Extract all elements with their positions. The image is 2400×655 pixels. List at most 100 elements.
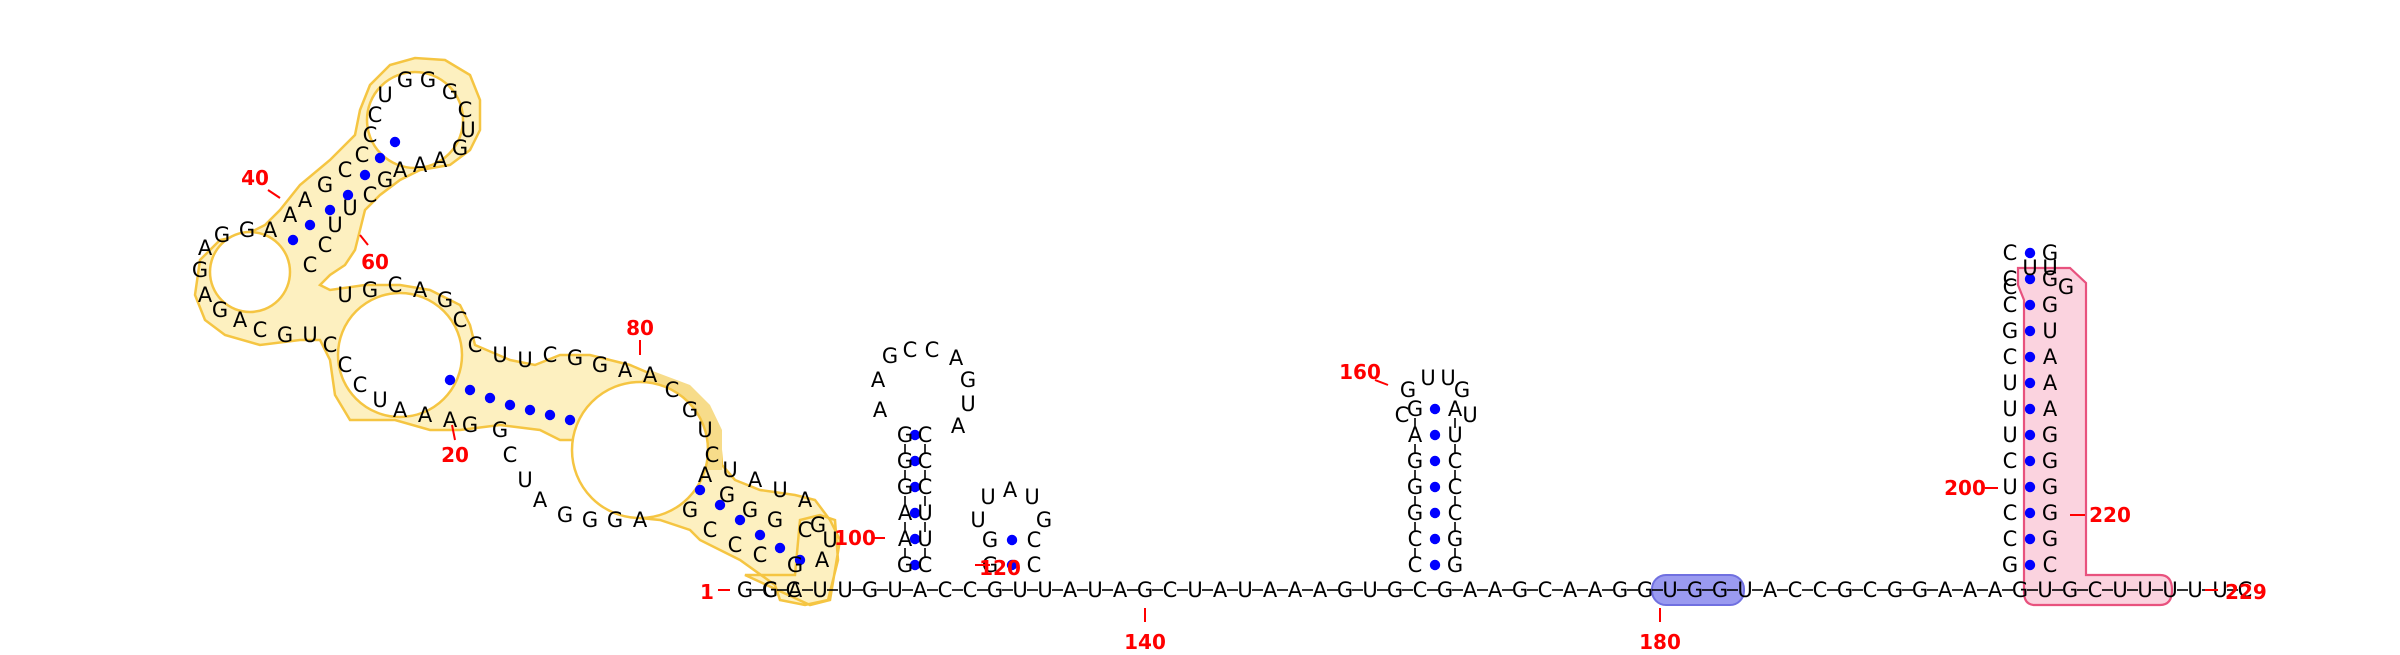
base-pair-dot xyxy=(2024,559,2036,571)
domain-i-nt-24: A xyxy=(418,403,433,427)
base-pair-dot xyxy=(1429,403,1441,415)
base-pair-dot xyxy=(464,384,476,396)
base-pair-dot xyxy=(2024,455,2036,467)
hairpin-1-loop-3: C xyxy=(903,338,918,362)
hairpin-3-3p-2: C xyxy=(1448,501,1463,525)
domain-i-nt-9: A xyxy=(698,463,713,487)
hairpin-1-loop-0: A xyxy=(873,398,888,422)
base-pair-dot xyxy=(2024,325,2036,337)
position-number: 140 xyxy=(1124,630,1166,654)
hairpin-3-loop-4: G xyxy=(1454,378,1470,402)
nucleotide-main-40: G xyxy=(1712,578,1728,602)
domain-i-nt-83: A xyxy=(748,468,763,492)
domain-i-nt-45: C xyxy=(355,143,370,167)
domain-i-nt-53: U xyxy=(460,118,475,142)
domain-i-nt-63: C xyxy=(303,253,318,277)
domain-i-nt-41: A xyxy=(283,203,298,227)
hairpin-2-nt-5: U xyxy=(1024,485,1039,509)
position-number: 180 xyxy=(1639,630,1681,654)
hairpin-3-3p-3: C xyxy=(1448,475,1463,499)
base-pair-dot xyxy=(2024,507,2036,519)
number-tick xyxy=(267,189,281,199)
base-pair-dot xyxy=(774,542,786,554)
position-number: 229 xyxy=(2225,580,2267,604)
domain-i-nt-68: G xyxy=(437,288,453,312)
domain-i-nt-65: G xyxy=(362,278,378,302)
domain-i-nt-11: C xyxy=(703,518,718,542)
terminator-3p-2: G xyxy=(2042,501,2058,525)
domain-i-nt-25: A xyxy=(393,398,408,422)
base-pair-dot xyxy=(909,481,921,493)
nucleotide-main-3: A xyxy=(788,578,803,602)
base-pair-dot xyxy=(754,529,766,541)
base-pair-dot xyxy=(359,169,371,181)
nucleotide-main-39: G xyxy=(1687,578,1703,602)
domain-i-nt-4: U xyxy=(822,528,837,552)
base-pair-dot xyxy=(714,499,726,511)
domain-i-nt-59: C xyxy=(363,183,378,207)
domain-i-nt-23: A xyxy=(443,408,458,432)
terminator-3p-11: G xyxy=(2042,267,2058,291)
highlight-pink xyxy=(2016,266,2174,607)
nucleotide-main-28: C xyxy=(1413,578,1428,602)
base-pair-dot xyxy=(1429,533,1441,545)
nucleotide-main-51: A xyxy=(1988,578,2003,602)
hairpin-3-loop-5: U xyxy=(1462,403,1477,427)
base-pair-dot xyxy=(694,484,706,496)
domain-i-nt-84: U xyxy=(772,478,787,502)
hairpin-3-3p-1: G xyxy=(1447,527,1463,551)
terminator-loop-1: U xyxy=(2022,256,2037,280)
nucleotide-main-29: G xyxy=(1437,578,1453,602)
base-pair-dot xyxy=(1429,455,1441,467)
domain-i-nt-36: G xyxy=(192,258,208,282)
domain-i-nt-52: C xyxy=(458,98,473,122)
nucleotide-main-43: C xyxy=(1788,578,1803,602)
domain-i-nt-40: A xyxy=(263,218,278,242)
nucleotide-main-4: U xyxy=(812,578,827,602)
domain-i-nt-18: A xyxy=(533,488,548,512)
base-pair-dot xyxy=(524,404,536,416)
domain-i-nt-72: U xyxy=(517,348,532,372)
number-tick xyxy=(359,234,369,246)
hairpin-1-loop-6: G xyxy=(960,368,976,392)
nucleotide-main-6: G xyxy=(862,578,878,602)
domain-i-nt-42: A xyxy=(298,188,313,212)
hairpin-3-3p-4: C xyxy=(1448,449,1463,473)
nucleotide-main-41: U xyxy=(1737,578,1752,602)
terminator-5p-6: U xyxy=(2002,397,2017,421)
domain-i-nt-10: G xyxy=(682,498,698,522)
nucleotide-main-25: G xyxy=(1337,578,1353,602)
base-pair-dot xyxy=(1429,507,1441,519)
domain-i-nt-14: A xyxy=(633,508,648,532)
base-pair-dot xyxy=(389,136,401,148)
domain-i-nt-27: C xyxy=(353,373,368,397)
domain-i-nt-5: C xyxy=(798,518,813,542)
domain-i-nt-85: A xyxy=(798,488,813,512)
nucleotide-main-57: U xyxy=(2137,578,2152,602)
domain-i-nt-61: U xyxy=(327,213,342,237)
terminator-3p-7: A xyxy=(2043,371,2058,395)
nucleotide-main-21: U xyxy=(1237,578,1252,602)
hairpin-3-5p-1: C xyxy=(1408,527,1423,551)
base-pair-dot xyxy=(2024,299,2036,311)
domain-i-nt-28: C xyxy=(338,353,353,377)
nucleotide-main-46: C xyxy=(1863,578,1878,602)
highlight-layer xyxy=(193,56,2174,607)
position-number: 100 xyxy=(834,526,876,550)
nucleotide-main-10: C xyxy=(963,578,978,602)
hairpin-2-nt-4: A xyxy=(1003,478,1018,502)
backbone-layer xyxy=(752,418,2238,591)
terminator-3p-1: G xyxy=(2042,527,2058,551)
domain-i-nt-69: C xyxy=(453,308,468,332)
base-pair-dot xyxy=(324,204,336,216)
nucleotide-main-24: A xyxy=(1313,578,1328,602)
domain-i-nt-48: U xyxy=(377,83,392,107)
domain-i-nt-78: C xyxy=(665,378,680,402)
base-pair-dot xyxy=(1006,534,1018,546)
hairpin-1-loop-2: G xyxy=(882,344,898,368)
position-number: 200 xyxy=(1944,476,1986,500)
hairpin-1-5p-2: A xyxy=(898,501,913,525)
domain-i-nt-33: A xyxy=(233,308,248,332)
domain-i-nt-51: G xyxy=(442,80,458,104)
